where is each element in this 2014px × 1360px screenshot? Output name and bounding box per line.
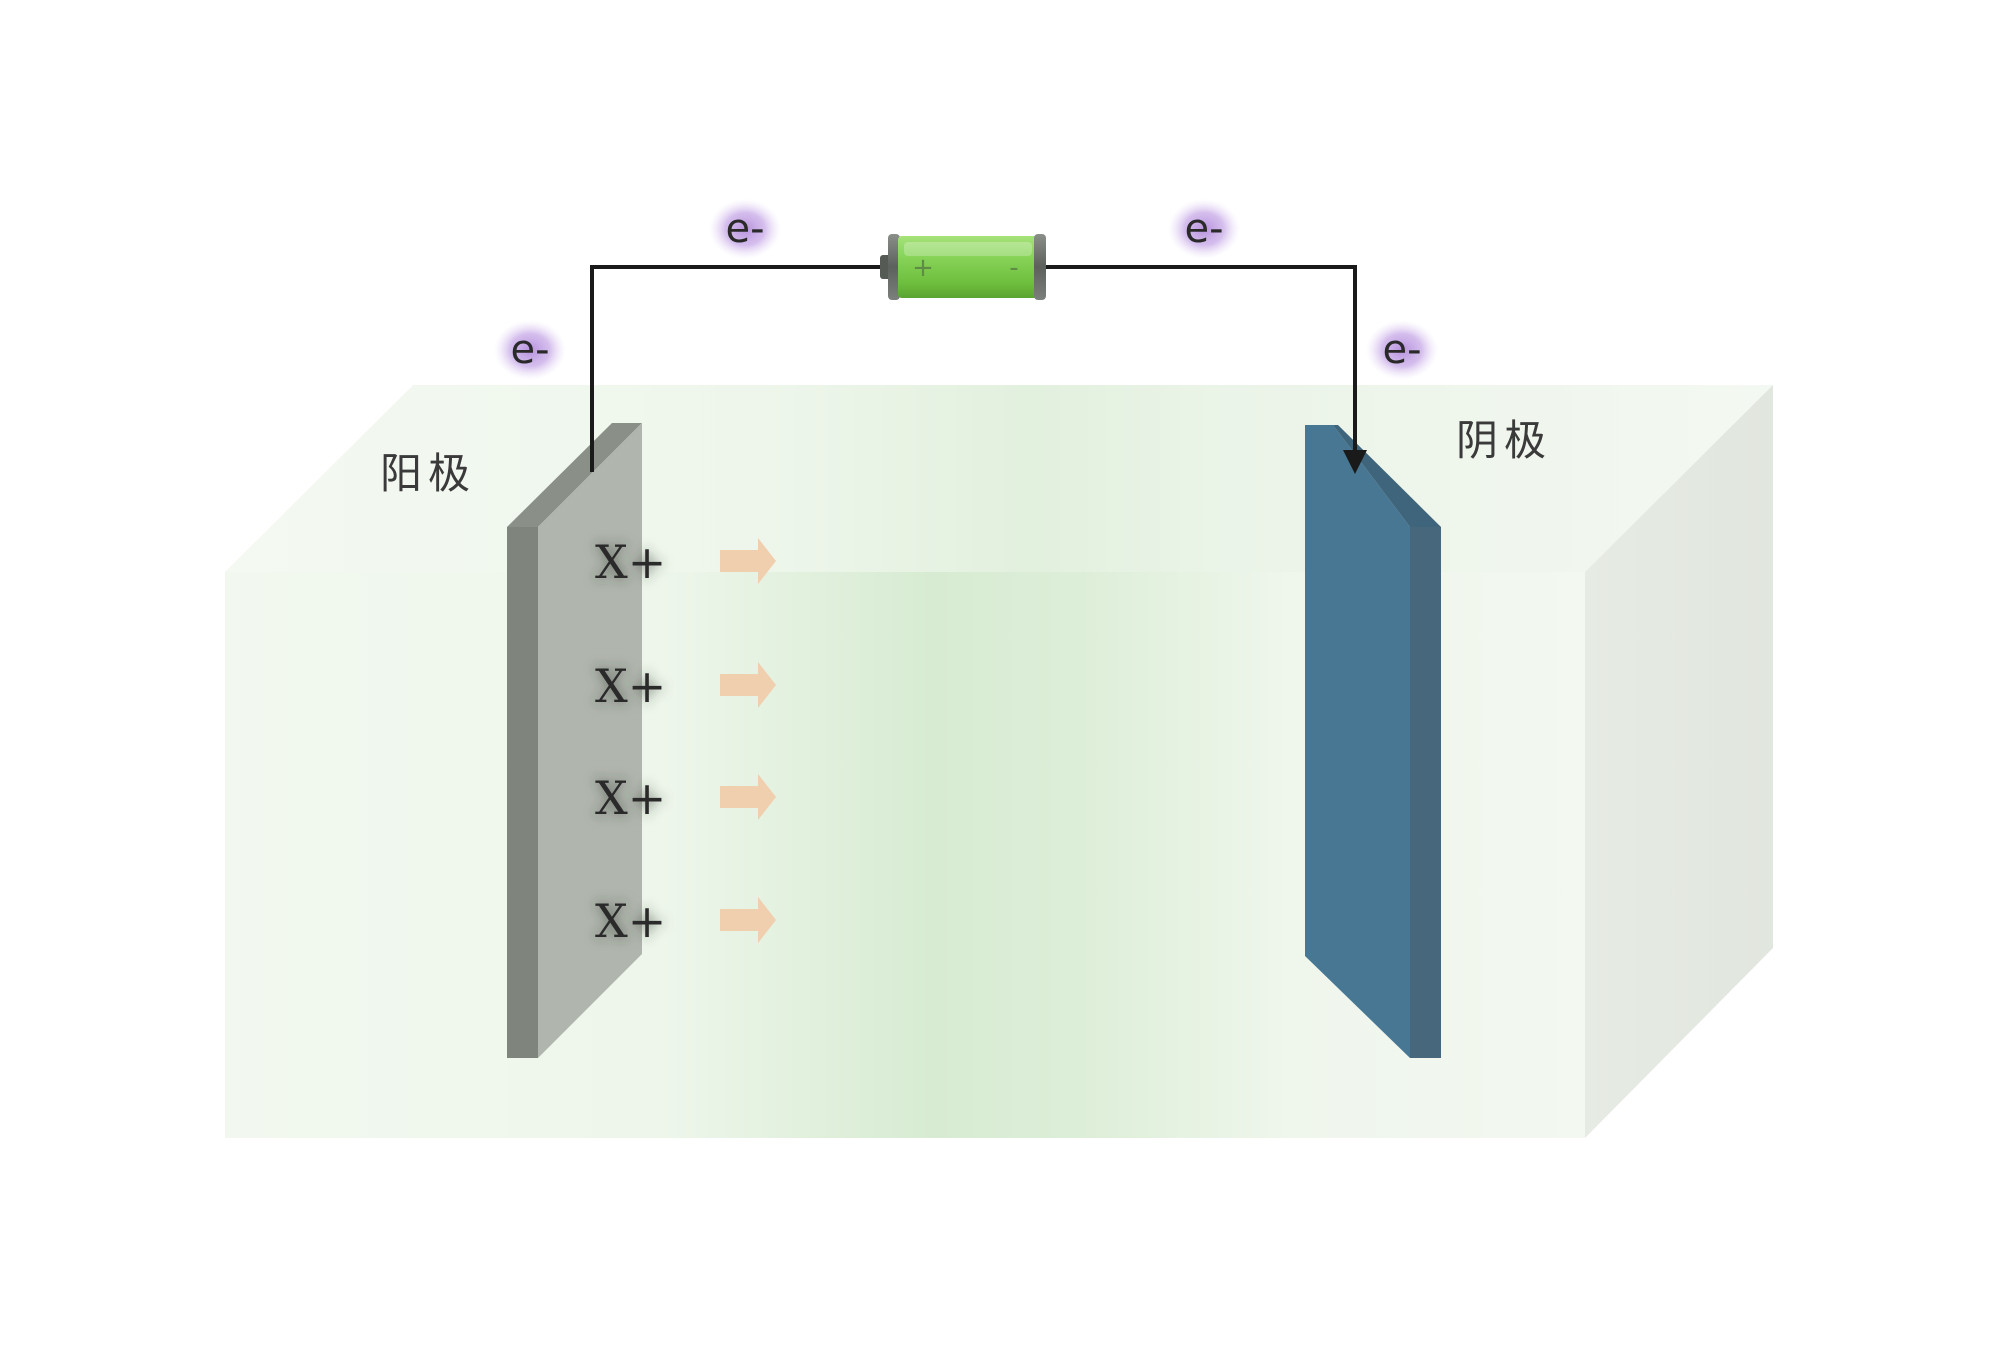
electron-label: e- xyxy=(1382,327,1421,373)
ion-row: X+ xyxy=(595,894,776,948)
battery: + - xyxy=(880,234,1046,300)
ion-label: X+ xyxy=(595,535,666,589)
electron-glow xyxy=(494,320,566,380)
cathode-plate xyxy=(1305,425,1441,1058)
electron-glow xyxy=(709,199,781,259)
ion-label: X+ xyxy=(595,894,666,948)
wire-left xyxy=(590,265,888,472)
ion-arrow xyxy=(720,662,776,708)
anode-plate-front xyxy=(538,423,642,1058)
cathode-plate-edge xyxy=(1410,527,1441,1058)
electrons: e- e- e- e- xyxy=(494,199,1438,380)
cathode-label: 阴极 xyxy=(1456,416,1552,465)
battery-body xyxy=(898,236,1038,298)
ion-row: X+ xyxy=(595,535,776,589)
wire-right xyxy=(1043,265,1367,474)
battery-negative-label: - xyxy=(1009,253,1018,283)
ion-label: X+ xyxy=(595,659,666,713)
battery-highlight xyxy=(904,242,1032,256)
anode-plate xyxy=(507,423,642,1058)
electron-glow xyxy=(1168,199,1240,259)
battery-cap-right xyxy=(1034,234,1046,300)
ion-arrow xyxy=(720,774,776,820)
ion-flow: X+ X+ X+ X+ xyxy=(595,535,776,948)
anode-label: 阳极 xyxy=(380,449,476,498)
battery-cap-left xyxy=(888,234,900,300)
electron-label: e- xyxy=(725,206,764,252)
ion-arrow xyxy=(720,897,776,943)
ion-arrow xyxy=(720,538,776,584)
circuit-wire xyxy=(590,265,1367,474)
electron-label: e- xyxy=(510,327,549,373)
ion-label: X+ xyxy=(595,771,666,825)
ion-row: X+ xyxy=(595,771,776,825)
battery-positive-label: + xyxy=(912,253,934,283)
anode-plate-top xyxy=(507,423,642,527)
anode-plate-side xyxy=(507,527,538,1058)
cathode-plate-front xyxy=(1305,425,1410,1058)
tank-side-face xyxy=(1585,385,1773,1138)
electron-glow xyxy=(1366,320,1438,380)
electron-label: e- xyxy=(1184,206,1223,252)
ion-row: X+ xyxy=(595,659,776,713)
